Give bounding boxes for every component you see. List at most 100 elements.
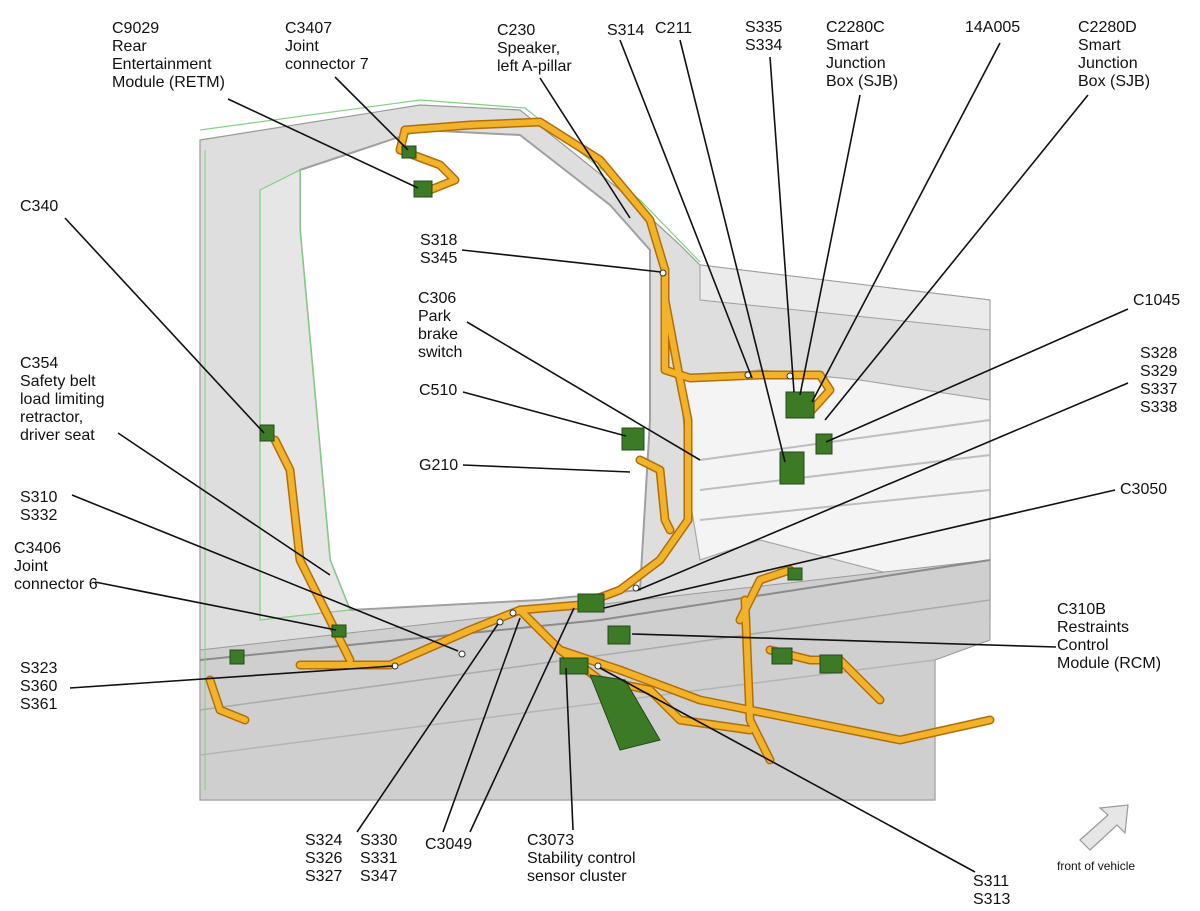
splice-s318: [659, 269, 667, 277]
callout-line: Control: [1057, 637, 1109, 654]
callout-c3050: C3050: [1120, 481, 1167, 499]
connector-c3050: [577, 593, 605, 613]
callout-line: connector 6: [14, 576, 98, 593]
connector-rear-floor: [787, 567, 803, 581]
callout-s314: S314: [607, 22, 644, 40]
callout-line: S324: [305, 832, 343, 849]
splice-s310: [458, 650, 466, 658]
connector-rear-seat: [771, 647, 793, 665]
sensor-cluster-bracket: [589, 674, 661, 751]
callout-line: S329: [1140, 363, 1178, 380]
connector-c1045: [815, 433, 833, 455]
callout-line: S310: [20, 489, 58, 506]
callout-line: Safety belt: [20, 373, 96, 390]
callout-line: G210: [419, 457, 459, 474]
leader-lines: [64, 39, 1129, 873]
callout-line: Junction: [1078, 55, 1138, 72]
connector-c340: [259, 424, 275, 442]
callout-g210: G210: [419, 457, 458, 475]
callout-line: S361: [20, 696, 58, 713]
callout-c1045: C1045: [1133, 292, 1180, 310]
callout-line: C310B: [1057, 601, 1106, 618]
connector-c9029: [413, 180, 433, 198]
callout-line: Joint: [285, 38, 319, 55]
callout-c340: C340: [20, 198, 58, 216]
body-shading: [199, 99, 991, 801]
callout-line: S360: [20, 678, 58, 695]
callout-line: C306: [418, 290, 457, 307]
callout-line: S331: [360, 850, 398, 867]
callout-line: Entertainment: [112, 56, 212, 73]
callout-14a005: 14A005: [965, 19, 1020, 37]
callout-line: S332: [20, 507, 58, 524]
callout-line: S326: [305, 850, 343, 867]
callout-line: S318: [420, 232, 458, 249]
callout-line: switch: [418, 344, 463, 361]
callout-line: brake: [418, 326, 459, 343]
callout-line: Junction: [826, 55, 886, 72]
front-of-vehicle-label: front of vehicle: [1057, 859, 1136, 873]
callout-line: C3073: [527, 832, 575, 849]
callout-line: Smart: [826, 37, 869, 54]
callout-line: Park: [418, 308, 451, 325]
callout-c510: C510: [419, 382, 457, 400]
callout-line: S327: [305, 868, 343, 885]
callout-line: S335: [745, 19, 783, 36]
connector-c3073: [559, 657, 589, 675]
callout-line: C3049: [425, 836, 473, 853]
callout-line: retractor,: [20, 409, 84, 426]
callout-line: Box (SJB): [1078, 73, 1151, 90]
callout-line: C230: [497, 22, 536, 39]
callout-line: C3406: [14, 540, 62, 557]
callout-line: S337: [1140, 381, 1178, 398]
callout-line: Box (SJB): [826, 73, 899, 90]
callout-line: Joint: [14, 558, 48, 575]
callout-line: C2280D: [1078, 19, 1137, 36]
callout-line: C2280C: [826, 19, 885, 36]
callout-line: S314: [607, 22, 645, 39]
callout-c3049: C3049: [425, 836, 472, 854]
connectors: [229, 145, 843, 751]
connector-c3407: [401, 145, 417, 159]
callout-line: S323: [20, 660, 58, 677]
callout-line: S347: [360, 868, 398, 885]
callout-line: Smart: [1078, 37, 1121, 54]
callout-line: Speaker,: [497, 40, 561, 57]
connector-c310b: [607, 625, 631, 645]
callout-line: S328: [1140, 345, 1178, 362]
callout-line: S345: [420, 250, 458, 267]
splice-s311: [594, 662, 602, 670]
callout-line: 14A005: [965, 19, 1021, 36]
connector-c2280c: [785, 391, 815, 419]
callout-c211: C211: [655, 20, 692, 38]
splice-s328: [632, 584, 640, 592]
callout-line: Stability control: [527, 850, 636, 867]
callout-line: connector 7: [285, 56, 369, 73]
callout-line: S311: [973, 873, 1010, 890]
callout-line: C3407: [285, 20, 333, 37]
callout-line: driver seat: [20, 427, 95, 444]
callout-line: left A-pillar: [497, 58, 572, 75]
callout-line: load limiting: [20, 391, 105, 408]
callout-line: C211: [655, 20, 693, 37]
callout-line: C340: [20, 198, 59, 215]
splice-s324: [496, 618, 504, 626]
connector-rear-left: [229, 649, 245, 665]
